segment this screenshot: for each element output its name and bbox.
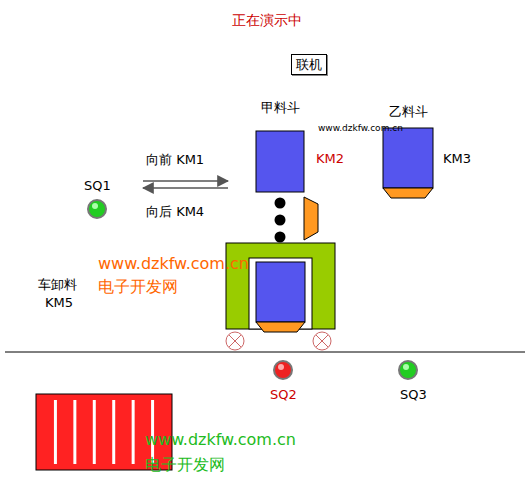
motion-label: 向前 KM1	[146, 153, 204, 166]
bin-slats	[55, 400, 152, 464]
watermark: 电子开发网	[98, 279, 178, 295]
hopper-a	[256, 131, 304, 192]
hopper-name: 乙料斗	[381, 105, 435, 118]
status-text: 正在演示中	[232, 13, 302, 27]
hopper-name: 甲料斗	[254, 101, 306, 114]
hopper-label: 乙料斗	[381, 105, 435, 118]
cart-hold	[249, 258, 312, 329]
unload-label: 车卸料	[38, 278, 77, 291]
hopper-flap	[304, 197, 318, 240]
hopper-b	[383, 128, 433, 188]
contactor-label: KM2	[316, 152, 344, 165]
backward-arrow	[143, 187, 228, 189]
track-line	[5, 352, 525, 353]
limit-switch-lamp	[88, 200, 106, 218]
material-drops	[275, 198, 286, 243]
limit-switch-lamp	[274, 361, 292, 379]
contactor-label: KM3	[443, 152, 471, 165]
watermark: www.dzkfw.com.cn	[98, 256, 249, 272]
cart-gate	[256, 322, 305, 332]
forward-arrow	[143, 180, 228, 182]
switch-label: SQ3	[400, 388, 427, 401]
switch-label: SQ2	[270, 388, 297, 401]
watermark: 电子开发网	[145, 457, 225, 473]
cart-load	[256, 262, 305, 322]
lamp-highlight	[278, 364, 284, 370]
lamp-highlight	[92, 203, 98, 209]
limit-switch-lamp	[399, 361, 417, 379]
watermark: www.dzkfw.com.cn	[145, 432, 296, 448]
motion-label: 向后 KM4	[146, 205, 204, 218]
button-text: 联机	[296, 58, 322, 71]
switch-label: SQ1	[84, 179, 111, 192]
watermark: www.dzkfw.com.cn	[318, 124, 403, 133]
hopper-gate	[383, 188, 433, 198]
lamp-highlight	[403, 364, 409, 370]
online-button: 联机	[291, 54, 327, 75]
contactor-label: KM5	[45, 296, 73, 309]
hopper-label: 甲料斗	[254, 101, 306, 114]
cart-wheels	[226, 332, 331, 350]
